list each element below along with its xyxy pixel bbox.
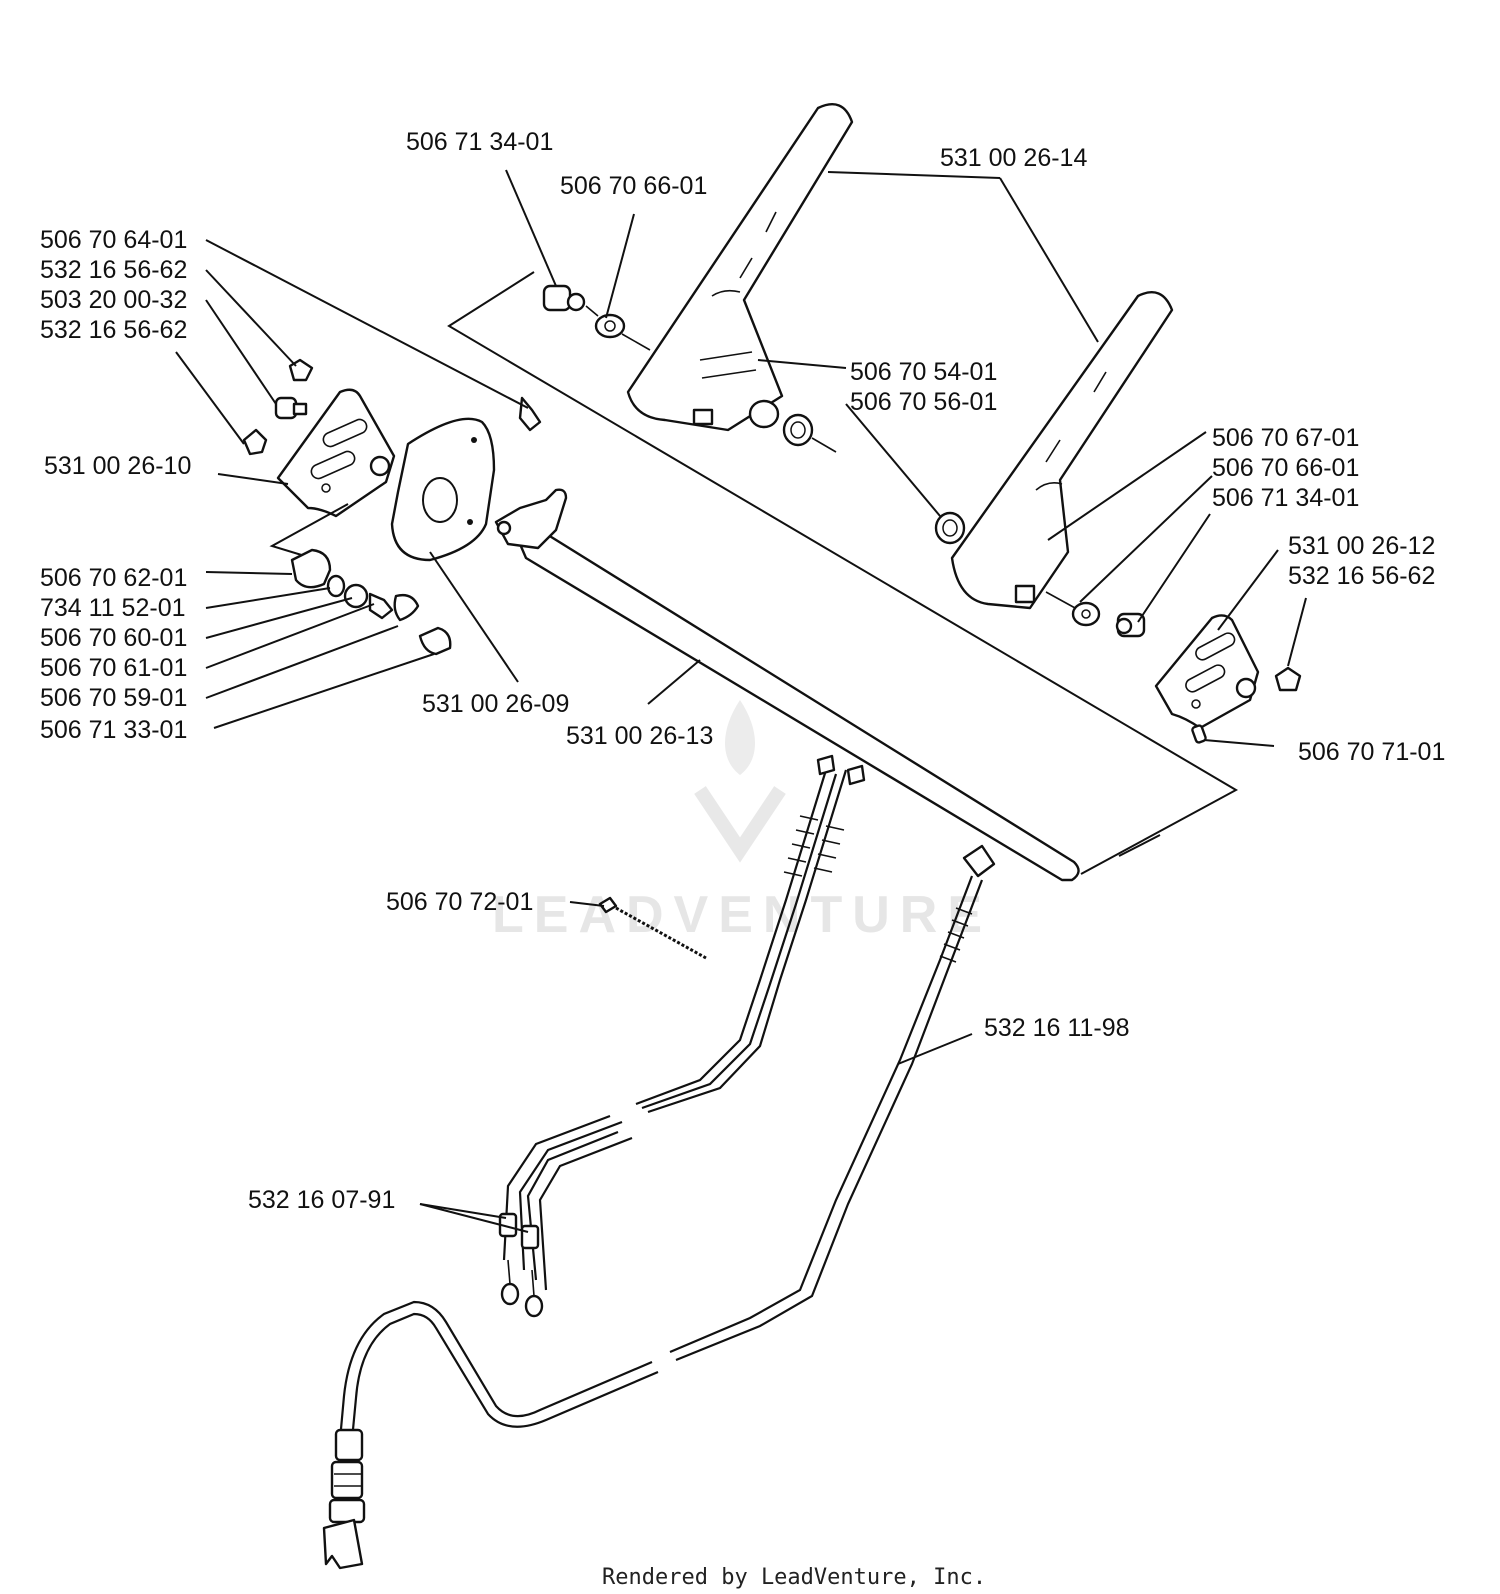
label-506-70-54-01: 506 70 54-01 — [850, 358, 997, 386]
label-506-71-34-01-top: 506 71 34-01 — [406, 128, 553, 156]
leader-lines — [175, 169, 1307, 1233]
mounting-plate-left — [269, 388, 396, 561]
cover-plate — [390, 396, 542, 562]
label-532-16-56-62-a: 532 16 56-62 — [40, 256, 187, 284]
footer-credit: Rendered by LeadVenture, Inc. — [602, 1565, 986, 1590]
label-506-70-66-01-top: 506 70 66-01 — [560, 172, 707, 200]
nut-right — [1274, 666, 1302, 692]
pin-right — [1191, 724, 1207, 744]
label-506-70-71-01: 506 70 71-01 — [1298, 738, 1445, 766]
shaft — [494, 488, 1080, 882]
label-531-00-26-13: 531 00 26-13 — [566, 722, 713, 750]
screws-left-plate — [242, 358, 314, 456]
long-drive-cable — [322, 844, 996, 1570]
label-506-70-60-01: 506 70 60-01 — [40, 624, 187, 652]
label-506-70-66-01-right: 506 70 66-01 — [1212, 454, 1359, 482]
label-506-71-33-01: 506 71 33-01 — [40, 716, 187, 744]
label-531-00-26-14: 531 00 26-14 — [940, 144, 1087, 172]
label-531-00-26-12: 531 00 26-12 — [1288, 532, 1435, 560]
label-506-71-34-01-right: 506 71 34-01 — [1212, 484, 1359, 512]
label-531-00-26-09: 531 00 26-09 — [422, 690, 569, 718]
part-labels: 506 71 34-01 506 70 66-01 531 00 26-14 5… — [40, 128, 1445, 1214]
watermark: LEADVENTURE — [492, 700, 992, 944]
label-506-70-59-01: 506 70 59-01 — [40, 684, 187, 712]
label-503-20-00-32: 503 20 00-32 — [40, 286, 187, 314]
washer-nut-right — [1045, 591, 1146, 638]
bushing-pair-left — [748, 399, 837, 453]
label-734-11-52-01: 734 11 52-01 — [40, 594, 186, 622]
watermark-text: LEADVENTURE — [492, 886, 992, 944]
label-506-70-67-01: 506 70 67-01 — [1212, 424, 1359, 452]
handle-grip-left — [626, 103, 854, 432]
label-531-00-26-10: 531 00 26-10 — [44, 452, 191, 480]
label-506-70-62-01: 506 70 62-01 — [40, 564, 187, 592]
bushing-right — [934, 511, 966, 545]
handle-grip-right — [950, 291, 1174, 610]
label-532-16-07-91: 532 16 07-91 — [248, 1186, 395, 1214]
label-506-70-61-01: 506 70 61-01 — [40, 654, 187, 682]
label-532-16-11-98: 532 16 11-98 — [984, 1014, 1130, 1042]
label-532-16-56-62-c: 532 16 56-62 — [1288, 562, 1435, 590]
nut-washer-top — [542, 284, 651, 351]
label-506-70-64-01: 506 70 64-01 — [40, 226, 187, 254]
twin-control-cables — [498, 754, 866, 1318]
mounting-plate-right — [1154, 614, 1260, 730]
lever-parts-left — [290, 548, 452, 656]
label-506-70-56-01: 506 70 56-01 — [850, 388, 997, 416]
label-506-70-72-01: 506 70 72-01 — [386, 888, 533, 916]
label-532-16-56-62-b: 532 16 56-62 — [40, 316, 187, 344]
handle-assembly-outline — [447, 271, 1239, 875]
screw-72 — [598, 896, 707, 960]
